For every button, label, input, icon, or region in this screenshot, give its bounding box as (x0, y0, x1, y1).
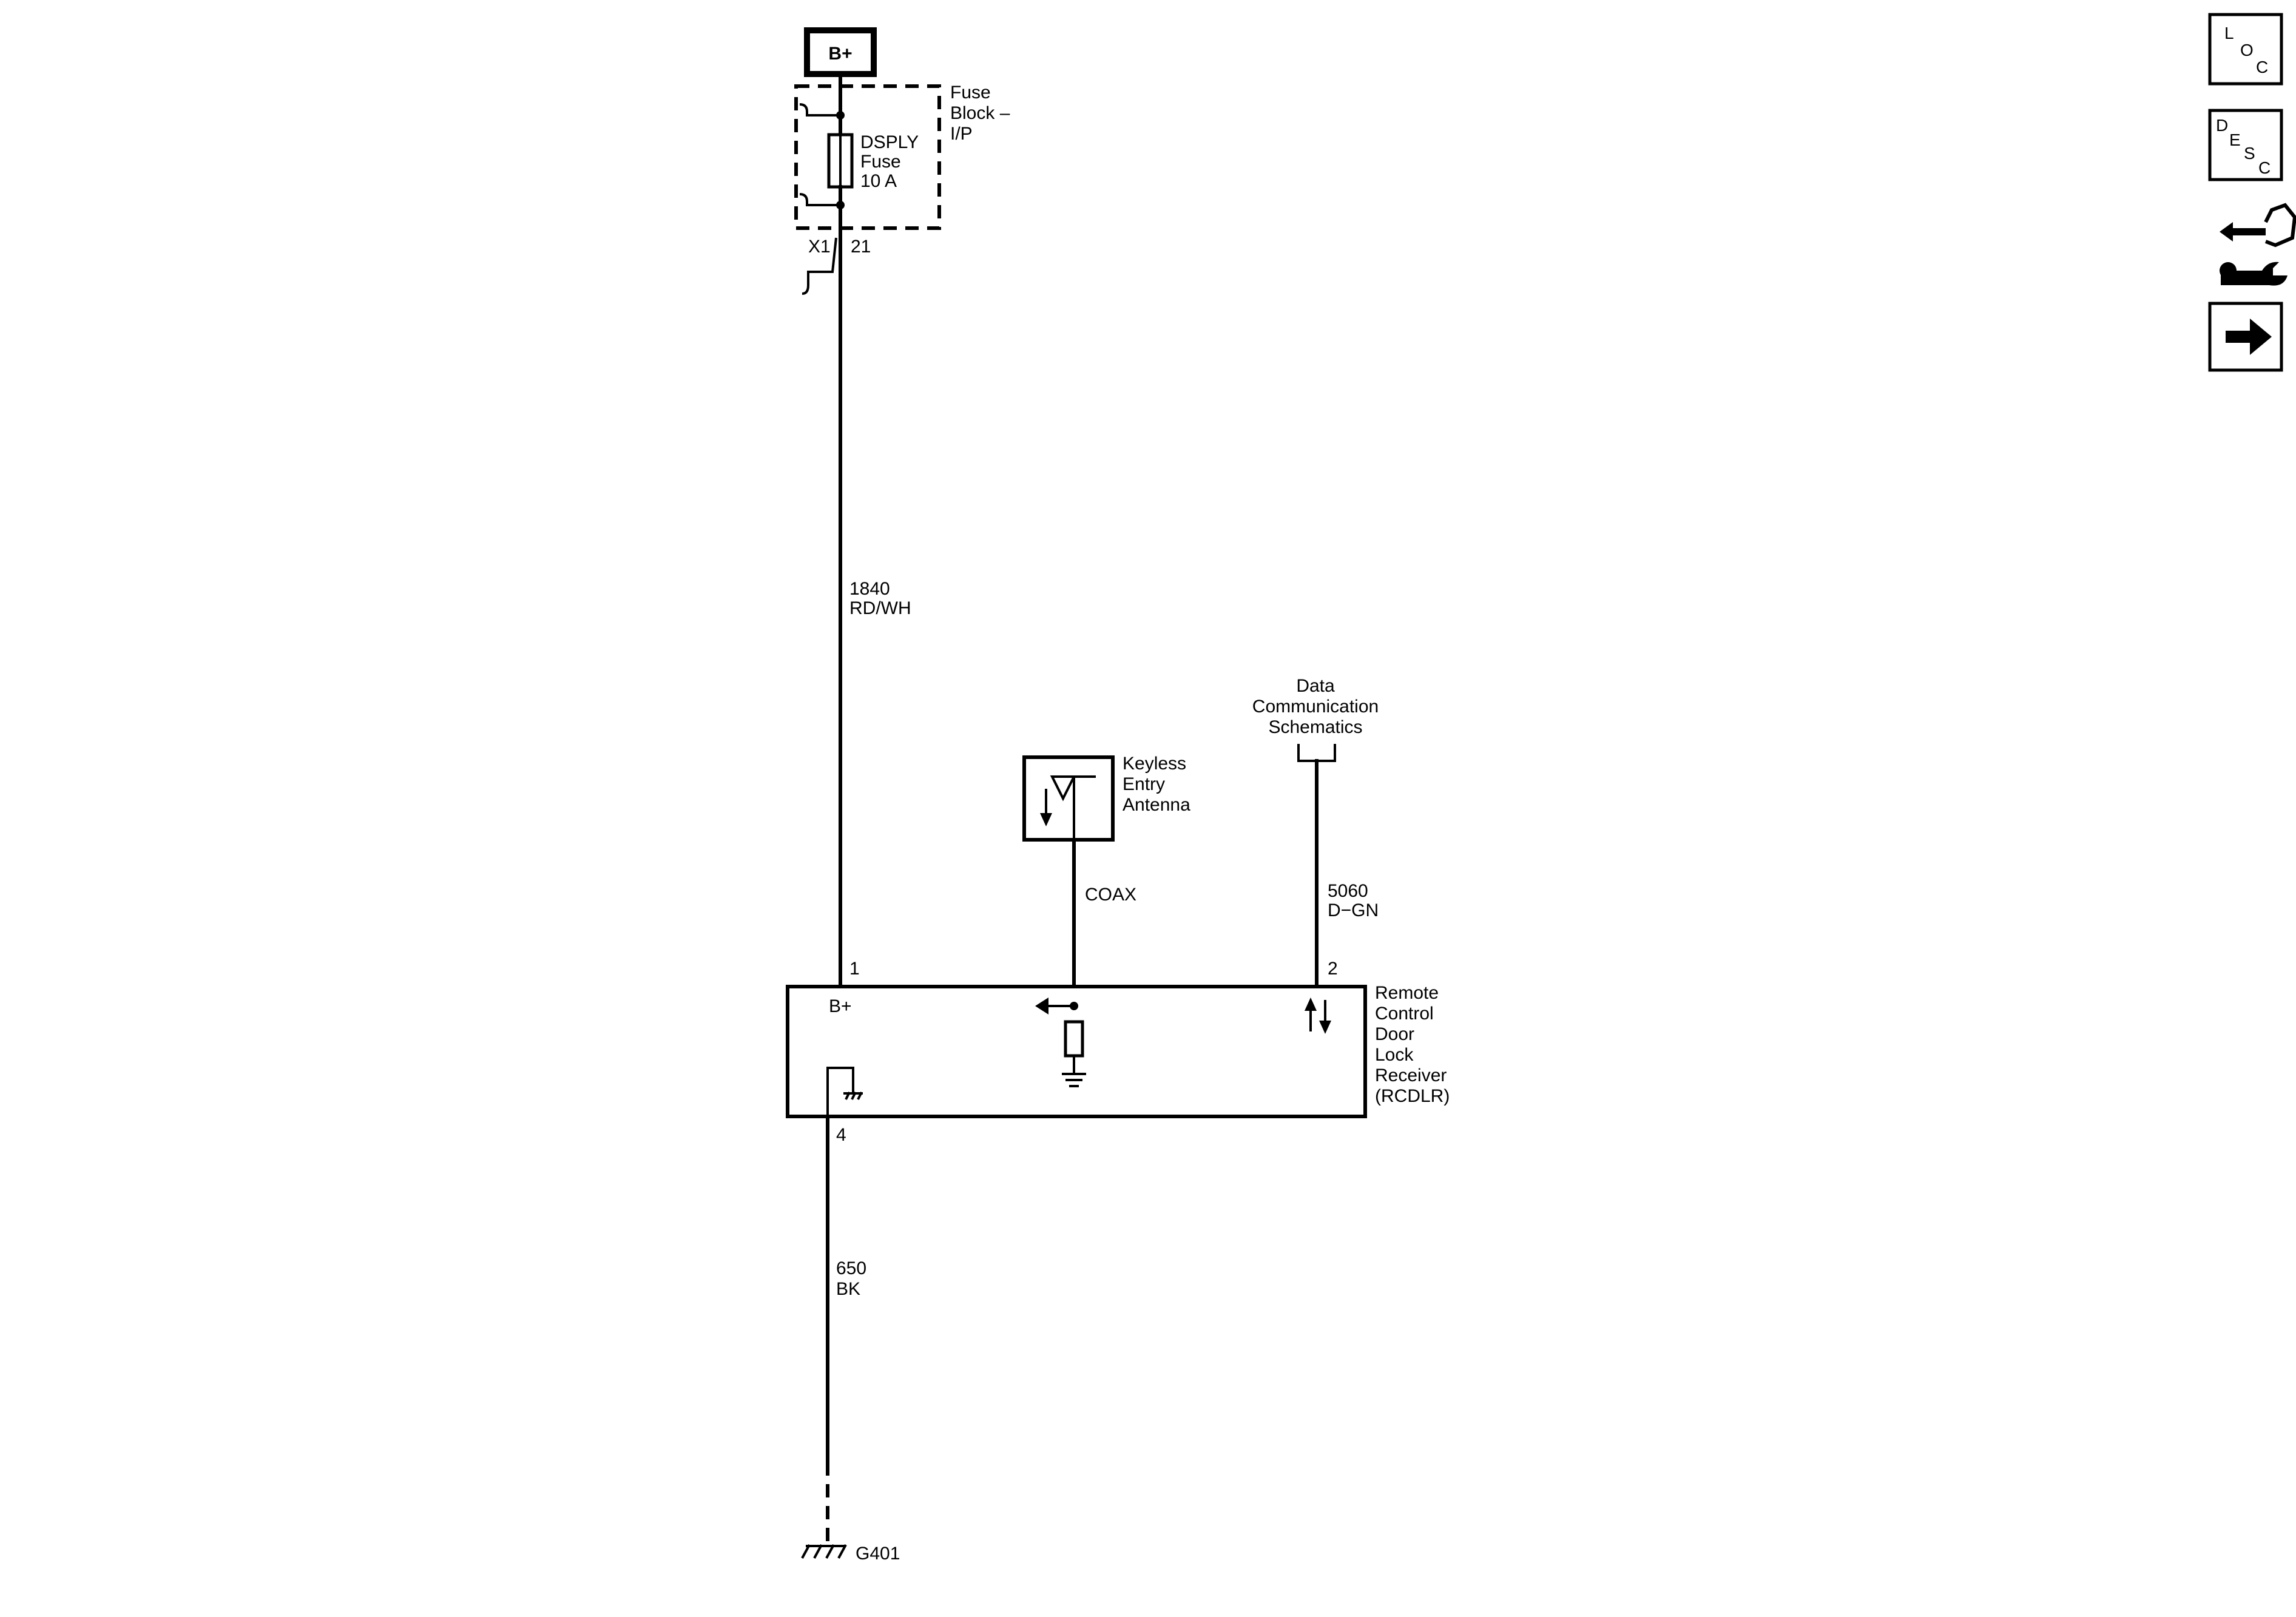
receiver-pin-2-label: 2 (1328, 959, 1338, 979)
receiver-label-line-3: Door (1375, 1024, 1414, 1044)
antenna-label-line-3: Antenna (1123, 795, 1190, 815)
ground-g401: G401 (801, 1544, 900, 1564)
data-comm-label-line-1: Data (1296, 676, 1335, 696)
antenna-label-line-2: Entry (1123, 774, 1165, 794)
wire-1840-circuit-label: 1840 (849, 579, 890, 599)
connector-symbol (802, 237, 837, 295)
wire-5060-circuit-label: 5060 (1328, 881, 1368, 901)
desc-letter-e: E (2229, 130, 2241, 149)
receiver-pin-1-label: 1 (849, 959, 860, 979)
antenna-input-circuit (1035, 998, 1086, 1087)
data-comm-label-line-2: Communication (1252, 697, 1379, 717)
connector-pin-21-label: 21 (851, 237, 871, 257)
side-nav: L O C D E S C (2208, 13, 2296, 372)
description-icon[interactable] (2208, 109, 2283, 181)
fuse-label-line-2: Fuse (860, 152, 901, 172)
keyless-entry-antenna: Keyless Entry Antenna (1022, 754, 1190, 842)
loc-letter-o: O (2240, 41, 2254, 59)
fuse-block-label-line-3: I/P (950, 124, 973, 144)
receiver-label-line-1: Remote (1375, 983, 1439, 1003)
desc-letter-d: D (2216, 116, 2228, 135)
next-button[interactable] (2208, 302, 2283, 372)
dsply-fuse: DSPLY Fuse 10 A (827, 132, 919, 191)
data-communication-schematics-link[interactable]: Data Communication Schematics (1252, 676, 1379, 762)
receiver-label-line-5: Receiver (1375, 1065, 1447, 1085)
receiver-internal-bplus-label: B+ (829, 996, 852, 1016)
coax-label: COAX (1085, 885, 1136, 905)
bidirectional-data-arrows (1305, 998, 1331, 1034)
receiver-label-line-6: (RCDLR) (1375, 1086, 1450, 1106)
desc-letter-c: C (2258, 158, 2271, 177)
fuse-block-label-line-2: Block – (950, 103, 1010, 123)
rcdlr-module: B+ Remote Control Do (786, 983, 1450, 1135)
antenna-label-line-1: Keyless (1123, 754, 1186, 774)
fuse-block-connector: X1 21 (802, 237, 871, 295)
data-comm-label-line-3: Schematics (1268, 717, 1362, 737)
battery-positive-source: B+ (804, 27, 877, 77)
wire-1840-color-label: RD/WH (849, 598, 911, 618)
loc-letter-l: L (2224, 24, 2234, 42)
wire-5060-color-label: D−GN (1328, 900, 1379, 920)
internal-ground-symbol (826, 1067, 863, 1135)
receiver-label-line-2: Control (1375, 1004, 1434, 1024)
receiver-label-line-4: Lock (1375, 1045, 1414, 1065)
location-button[interactable]: L O C (2208, 13, 2283, 86)
wire-650-color-label: BK (836, 1279, 860, 1299)
fuse-label-line-1: DSPLY (860, 132, 919, 152)
ground-g401-label: G401 (856, 1544, 900, 1564)
description-button[interactable]: D E S C (2208, 109, 2283, 181)
fuse-label-line-3: 10 A (860, 171, 897, 191)
desc-letter-s: S (2244, 144, 2255, 163)
fuse-bus-connections (799, 103, 845, 209)
right-arrow-icon (2226, 319, 2272, 355)
connector-repair-icon[interactable] (2220, 203, 2296, 286)
wire-650-circuit-label: 650 (836, 1258, 866, 1278)
fuse-block-ip: Fuse Block – I/P (794, 83, 1010, 230)
connector-x1-label: X1 (808, 237, 831, 257)
receiver-pin-4-label: 4 (836, 1125, 846, 1145)
battery-positive-label: B+ (828, 44, 852, 64)
fuse-block-label-line-1: Fuse (950, 83, 991, 103)
loc-letter-c: C (2256, 58, 2268, 76)
location-icon[interactable] (2208, 13, 2283, 86)
